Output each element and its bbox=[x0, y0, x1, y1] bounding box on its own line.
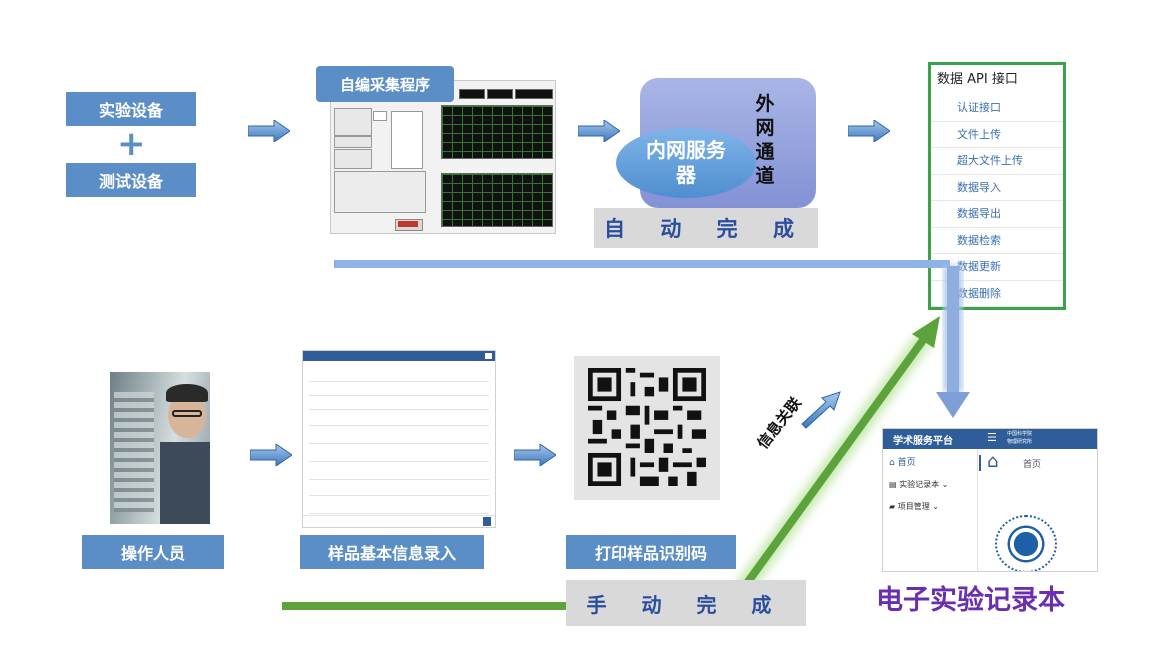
settings-panel bbox=[334, 136, 372, 148]
home-icon: ⌂ bbox=[987, 451, 999, 472]
close-icon bbox=[485, 353, 492, 359]
acquisition-program-screenshot bbox=[330, 80, 556, 234]
lab-equipment-label: 实验设备 bbox=[98, 101, 163, 120]
api-item-update[interactable]: 数据更新 bbox=[931, 254, 1063, 281]
form-row bbox=[309, 427, 489, 444]
person-shirt bbox=[160, 442, 210, 524]
glasses bbox=[172, 410, 202, 417]
chevron-down-icon: ⌄ bbox=[941, 480, 949, 489]
api-item-import[interactable]: 数据导入 bbox=[931, 175, 1063, 201]
org-logo-text: 中国科学院 物理研究所 bbox=[1007, 430, 1032, 446]
right-arrow-icon bbox=[248, 120, 290, 142]
notebook-icon: ▤ bbox=[889, 480, 897, 489]
api-title: 数据 API 接口 bbox=[937, 72, 1018, 87]
form-entry-label: 样品基本信息录入 bbox=[327, 544, 456, 563]
waveform-graph bbox=[441, 173, 553, 227]
form-row bbox=[309, 445, 489, 462]
form-row bbox=[309, 379, 489, 396]
right-arrow-icon bbox=[848, 120, 890, 142]
sidebar-item-projects[interactable]: ▰ 项目管理 ⌄ bbox=[889, 501, 939, 512]
parameter-panel bbox=[334, 171, 426, 213]
person-hair bbox=[166, 384, 208, 402]
sample-form-screenshot bbox=[302, 350, 496, 528]
sidebar-item-label: 项目管理 bbox=[897, 502, 930, 511]
form-entry-box: 样品基本信息录入 bbox=[300, 535, 484, 569]
down-arrow-icon bbox=[936, 392, 970, 418]
form-divider bbox=[303, 515, 495, 516]
manual-flow-diagonal bbox=[738, 333, 930, 593]
program-title: 自编采集程序 bbox=[316, 66, 454, 102]
operator-photo bbox=[110, 372, 210, 524]
menu-toggle-icon: ☰ bbox=[987, 431, 997, 444]
operator-box: 操作人员 bbox=[82, 535, 224, 569]
up-arrow-icon bbox=[912, 316, 940, 348]
sidebar-item-label: 首页 bbox=[897, 458, 916, 468]
form-row bbox=[309, 479, 489, 496]
right-arrow-icon bbox=[578, 120, 620, 142]
value-display bbox=[459, 89, 485, 99]
form-header-bar bbox=[303, 351, 495, 361]
settings-panel bbox=[334, 149, 372, 169]
manual-complete-band: 手 动 完 成 bbox=[566, 580, 806, 626]
diagonal-arrow-icon bbox=[801, 391, 841, 429]
submit-button bbox=[483, 517, 491, 526]
api-item-search[interactable]: 数据检索 bbox=[931, 228, 1063, 254]
api-item-large-upload[interactable]: 超大文件上传 bbox=[931, 148, 1063, 175]
org-line-1: 中国科学院 bbox=[1007, 431, 1033, 437]
plus-icon: + bbox=[117, 124, 146, 164]
folder-icon: ▰ bbox=[889, 502, 896, 511]
stop-indicator bbox=[398, 221, 418, 227]
test-equipment-box: 测试设备 bbox=[66, 163, 196, 197]
external-channel-label: 外网通道 bbox=[755, 93, 775, 187]
notebook-platform-title: 学术服务平台 bbox=[893, 436, 953, 447]
sidebar-item-label: 实验记录本 bbox=[899, 480, 940, 489]
institute-seal bbox=[995, 515, 1057, 571]
form-row bbox=[309, 497, 489, 514]
lab-notebook-screenshot: 学术服务平台 ☰ 中国科学院 物理研究所 ⌂ 首页 ▤ 实验记录本 ⌄ ▰ 项目… bbox=[882, 428, 1098, 572]
api-item-delete[interactable]: 数据删除 bbox=[931, 281, 1063, 307]
intranet-server: 内网服务器 bbox=[616, 128, 756, 198]
chevron-down-icon: ⌄ bbox=[932, 502, 939, 511]
channel-list bbox=[391, 111, 423, 169]
qr-code-icon bbox=[588, 368, 706, 486]
qr-code-background bbox=[574, 356, 720, 500]
manual-complete-label: 手 动 完 成 bbox=[586, 592, 786, 617]
form-row bbox=[309, 463, 489, 480]
api-item-export[interactable]: 数据导出 bbox=[931, 201, 1063, 228]
print-qr-label: 打印样品识别码 bbox=[594, 544, 707, 563]
equipment-detail bbox=[114, 392, 154, 512]
print-qr-box: 打印样品识别码 bbox=[566, 535, 736, 569]
test-equipment-label: 测试设备 bbox=[98, 172, 163, 191]
api-item-upload[interactable]: 文件上传 bbox=[931, 122, 1063, 148]
notebook-sidebar: ⌂ 首页 ▤ 实验记录本 ⌄ ▰ 项目管理 ⌄ bbox=[883, 449, 978, 571]
sidebar-item-notebook[interactable]: ▤ 实验记录本 ⌄ bbox=[889, 479, 948, 490]
tab-divider bbox=[979, 455, 981, 471]
notebook-header bbox=[883, 429, 1097, 449]
right-arrow-icon bbox=[250, 444, 292, 466]
auto-complete-label: 自 动 完 成 bbox=[604, 217, 808, 241]
waveform-graph bbox=[441, 105, 553, 159]
home-icon: ⌂ bbox=[889, 458, 895, 468]
down-flow-line bbox=[947, 266, 959, 396]
org-line-2: 物理研究所 bbox=[1007, 439, 1033, 445]
right-arrow-icon bbox=[514, 444, 556, 466]
toggle-control bbox=[373, 111, 387, 121]
form-row bbox=[309, 393, 489, 410]
form-row bbox=[309, 409, 489, 426]
lab-equipment-box: 实验设备 bbox=[66, 92, 196, 126]
form-row bbox=[309, 365, 489, 382]
auto-complete-band: 自 动 完 成 bbox=[594, 208, 818, 248]
settings-panel bbox=[334, 108, 372, 136]
value-display bbox=[515, 89, 553, 99]
api-item-auth[interactable]: 认证接口 bbox=[931, 95, 1063, 122]
tab-home[interactable]: 首页 bbox=[1023, 460, 1042, 470]
operator-label: 操作人员 bbox=[120, 544, 185, 563]
notebook-caption: 电子实验记录本 bbox=[876, 585, 1065, 616]
sidebar-item-home[interactable]: ⌂ 首页 bbox=[889, 455, 916, 468]
value-display bbox=[487, 89, 513, 99]
